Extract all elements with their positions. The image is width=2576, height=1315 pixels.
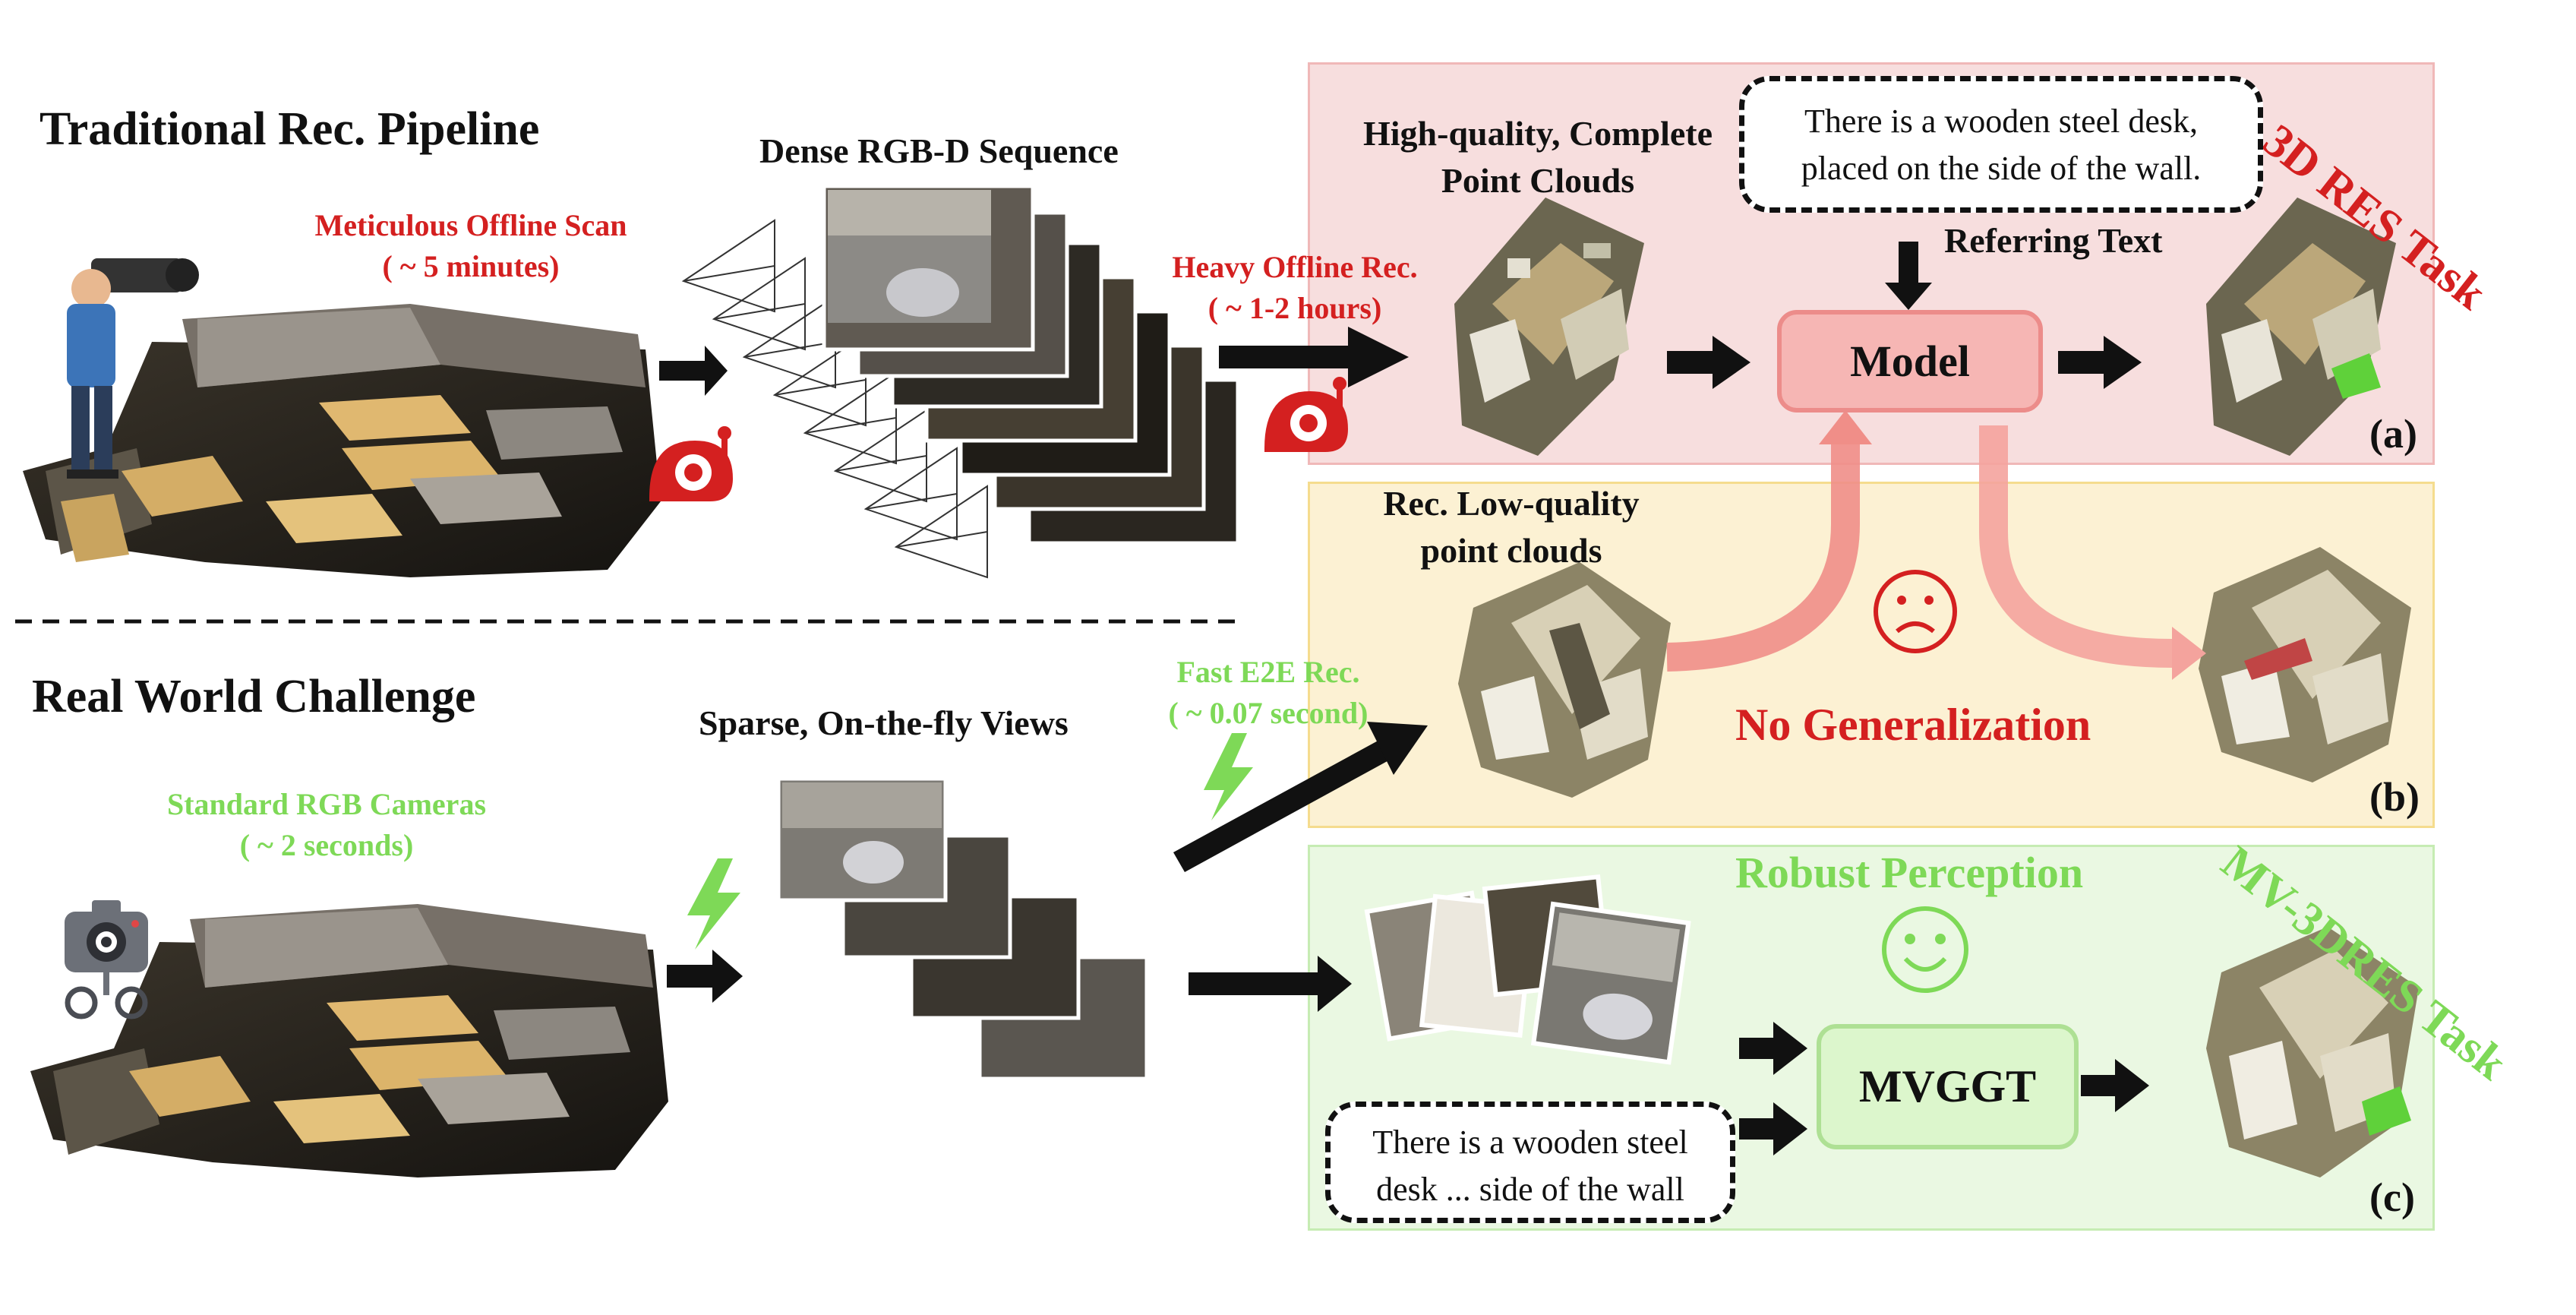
no-generalization-label: No Generalization xyxy=(1735,700,2091,750)
referring-text-label: Referring Text xyxy=(1944,221,2163,260)
lightning-icon-1 xyxy=(687,858,740,950)
rgbd-frames xyxy=(822,184,1240,545)
arrow-model-to-output xyxy=(2058,336,2142,389)
snail-icon-1 xyxy=(649,426,733,501)
point-cloud-output-c xyxy=(2206,927,2419,1177)
arrow-views-to-c xyxy=(1189,956,1352,1012)
arrow-views-to-mvggt xyxy=(1739,1022,1807,1075)
pink-arrow-down xyxy=(1979,425,2173,668)
model-box: Model xyxy=(1777,310,2043,413)
sparse-view-frames xyxy=(776,776,1149,1081)
fast-rec-text: Fast E2E Rec. xyxy=(1176,655,1360,689)
point-cloud-low-quality xyxy=(1458,562,1671,798)
tag-c: (c) xyxy=(2369,1174,2415,1220)
referring-text-box-c: There is a wooden steel desk ... side of… xyxy=(1325,1102,1735,1223)
fast-rec-time: ( ~ 0.07 second) xyxy=(1168,696,1368,730)
scan-time-text: ( ~ 5 minutes) xyxy=(382,249,560,283)
robot-camera-icon xyxy=(65,900,148,1019)
model-label: Model xyxy=(1850,337,1970,386)
robust-perception-label: Robust Perception xyxy=(1735,848,2084,897)
tag-a: (a) xyxy=(2369,411,2417,457)
scan-label: Meticulous Offline Scan ( ~ 5 minutes) xyxy=(281,205,661,287)
sad-face-icon xyxy=(1874,570,1957,653)
heavy-rec-time: ( ~ 1-2 hours) xyxy=(1208,291,1382,325)
referring-text-c-line2: desk ... side of the wall xyxy=(1376,1171,1684,1208)
referring-text-a-line1: There is a wooden steel desk, xyxy=(1804,103,2199,140)
frustum-stack xyxy=(681,219,988,579)
room-scan-top xyxy=(23,304,661,577)
arrow-text-to-mvggt xyxy=(1739,1102,1807,1155)
lightning-icon-2 xyxy=(1204,733,1253,820)
referring-text-a-line2: placed on the side of the wall. xyxy=(1801,150,2202,187)
room-scan-bottom xyxy=(30,904,668,1177)
fast-rec-label: Fast E2E Rec. ( ~ 0.07 second) xyxy=(1132,652,1405,734)
pc-label-b-line2: point clouds xyxy=(1420,531,1602,570)
arrow-scan-to-seq xyxy=(659,346,728,396)
heavy-rec-label: Heavy Offline Rec. ( ~ 1-2 hours) xyxy=(1143,247,1447,329)
pc-label-a-line1: High-quality, Complete xyxy=(1362,114,1713,153)
arrow-views-to-lowpc xyxy=(1173,722,1428,872)
arrow-pc-to-model xyxy=(1667,336,1750,389)
camera-label-text: Standard RGB Cameras xyxy=(166,787,487,821)
arrow-seq-to-pc xyxy=(1219,327,1409,387)
referring-text-box-a: There is a wooden steel desk, placed on … xyxy=(1739,76,2263,213)
camera-label: Standard RGB Cameras ( ~ 2 seconds) xyxy=(129,784,524,866)
sequence-label: Dense RGB-D Sequence xyxy=(759,131,1119,170)
scan-label-text: Meticulous Offline Scan xyxy=(314,208,627,242)
traditional-title: Traditional Rec. Pipeline xyxy=(39,103,540,155)
snail-icon-2 xyxy=(1264,377,1348,452)
mvggt-label: MVGGT xyxy=(1858,1061,2037,1111)
pc-label-b-line1: Rec. Low-quality xyxy=(1383,484,1640,523)
heavy-rec-text: Heavy Offline Rec. xyxy=(1172,250,1418,284)
tag-b: (b) xyxy=(2369,774,2420,820)
pc-label-a-line2: Point Clouds xyxy=(1441,161,1635,200)
referring-text-c-line1: There is a wooden steel xyxy=(1372,1124,1688,1161)
point-cloud-complete-a xyxy=(1454,198,1644,456)
arrow-text-to-model xyxy=(1885,242,1932,310)
pink-arrow-up xyxy=(1666,441,1860,672)
real-world-title: Real World Challenge xyxy=(32,671,476,722)
cameraman-icon xyxy=(67,258,199,479)
arrow-mvggt-to-output xyxy=(2081,1059,2149,1112)
mvggt-box: MVGGT xyxy=(1817,1024,2079,1149)
pc-label-a: High-quality, Complete Point Clouds xyxy=(1337,110,1739,204)
scattered-view-frames xyxy=(1364,874,1691,1065)
views-label: Sparse, On-the-fly Views xyxy=(699,703,1069,742)
pink-arrow-down-head xyxy=(2172,627,2206,680)
pink-arrow-up-head xyxy=(1819,410,1872,444)
smile-face-icon xyxy=(1882,906,1968,993)
pc-label-b: Rec. Low-quality point clouds xyxy=(1352,480,1671,574)
point-cloud-output-a xyxy=(2206,198,2396,456)
camera-time-text: ( ~ 2 seconds) xyxy=(239,828,414,862)
arrow-cam-to-views xyxy=(667,950,743,1003)
point-cloud-output-b xyxy=(2199,547,2411,782)
